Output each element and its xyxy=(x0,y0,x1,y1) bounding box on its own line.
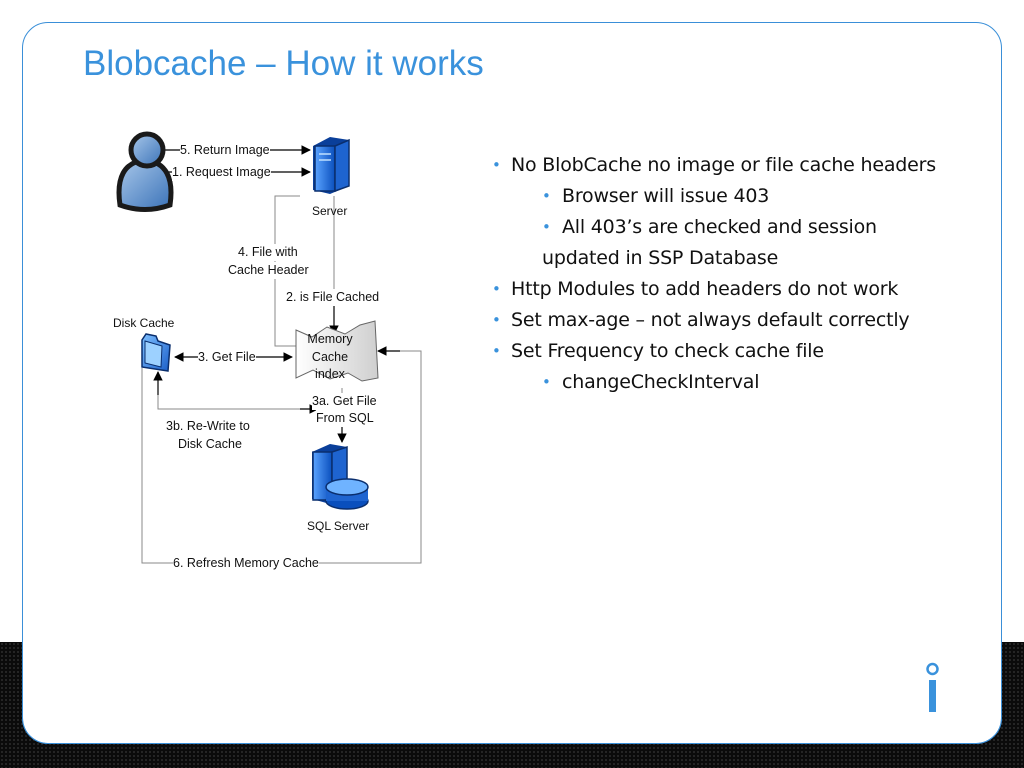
bullet-subitem: • All 403’s are checked and session xyxy=(492,212,1002,243)
node-label-disk-cache: Disk Cache xyxy=(113,316,175,330)
edge-label-get-file: 3. Get File xyxy=(198,349,256,366)
edge-label-return-image: 5. Return Image xyxy=(180,142,270,159)
user-icon xyxy=(116,131,174,212)
bullet-text: changeCheckInterval xyxy=(562,371,760,393)
bullet-item: • No BlobCache no image or file cache he… xyxy=(492,150,1002,181)
bullet-icon: • xyxy=(492,311,501,329)
bullet-icon: • xyxy=(492,342,501,360)
node-label-memory-3: index xyxy=(315,367,345,381)
bullet-item: • Set max-age – not always default corre… xyxy=(492,305,1002,336)
gen-i-logo: gen- xyxy=(826,662,939,721)
edge-label-request-image: 1. Request Image xyxy=(172,164,271,181)
node-label-memory-2: Cache xyxy=(311,350,349,364)
bullet-item: • Set Frequency to check cache file xyxy=(492,336,1002,367)
edge-label-refresh-memory-cache: 6. Refresh Memory Cache xyxy=(173,555,319,572)
bullet-icon: • xyxy=(492,280,501,298)
bullet-text: No BlobCache no image or file cache head… xyxy=(511,154,936,176)
svg-text:gen-: gen- xyxy=(826,670,929,721)
database-server-icon xyxy=(312,444,369,510)
server-icon xyxy=(313,137,350,194)
node-label-sql-server: SQL Server xyxy=(307,519,370,533)
slide-title: Blobcache – How it works xyxy=(83,44,484,83)
edge-label-is-file-cached: 2. is File Cached xyxy=(286,289,380,306)
document-icon xyxy=(295,320,379,382)
folder-icon xyxy=(141,333,171,372)
node-label-memory-1: Memory xyxy=(307,332,353,346)
edge-label-file-with: 4. File with xyxy=(238,244,298,261)
bullet-text: All 403’s are checked and session xyxy=(562,216,877,238)
bullet-subitem: • Browser will issue 403 xyxy=(492,181,1002,212)
edge-label-get-file-sql-2: From SQL xyxy=(316,410,374,427)
bullet-text: Set Frequency to check cache file xyxy=(511,340,824,362)
bullet-text: Http Modules to add headers do not work xyxy=(511,278,899,300)
node-label-server: Server xyxy=(312,204,348,218)
edge-label-get-file-sql-1: 3a. Get File xyxy=(312,393,377,410)
bullet-text: Set max-age – not always default correct… xyxy=(511,309,910,331)
bullet-text: updated in SSP Database xyxy=(542,247,779,269)
bullet-icon: • xyxy=(492,156,501,174)
edge-label-rewrite-2: Disk Cache xyxy=(178,437,242,451)
bullet-subitem: • changeCheckInterval xyxy=(492,367,1002,398)
edge-label-rewrite-1: 3b. Re-Write to xyxy=(166,419,250,433)
bullet-list: • No BlobCache no image or file cache he… xyxy=(492,150,1002,398)
bullet-item: • Http Modules to add headers do not wor… xyxy=(492,274,1002,305)
footer-frame-border xyxy=(22,642,1002,744)
edge-label-cache-header: Cache Header xyxy=(228,262,309,279)
footer-tagline: We’re all about outcomes. We just happen… xyxy=(83,695,680,711)
bullet-icon: • xyxy=(542,373,551,391)
bullet-icon: • xyxy=(542,218,551,236)
slide-number: 16 xyxy=(40,698,56,712)
bullet-icon: • xyxy=(542,187,551,205)
bullet-subitem-continuation: updated in SSP Database xyxy=(492,243,1002,274)
bullet-text: Browser will issue 403 xyxy=(562,185,770,207)
